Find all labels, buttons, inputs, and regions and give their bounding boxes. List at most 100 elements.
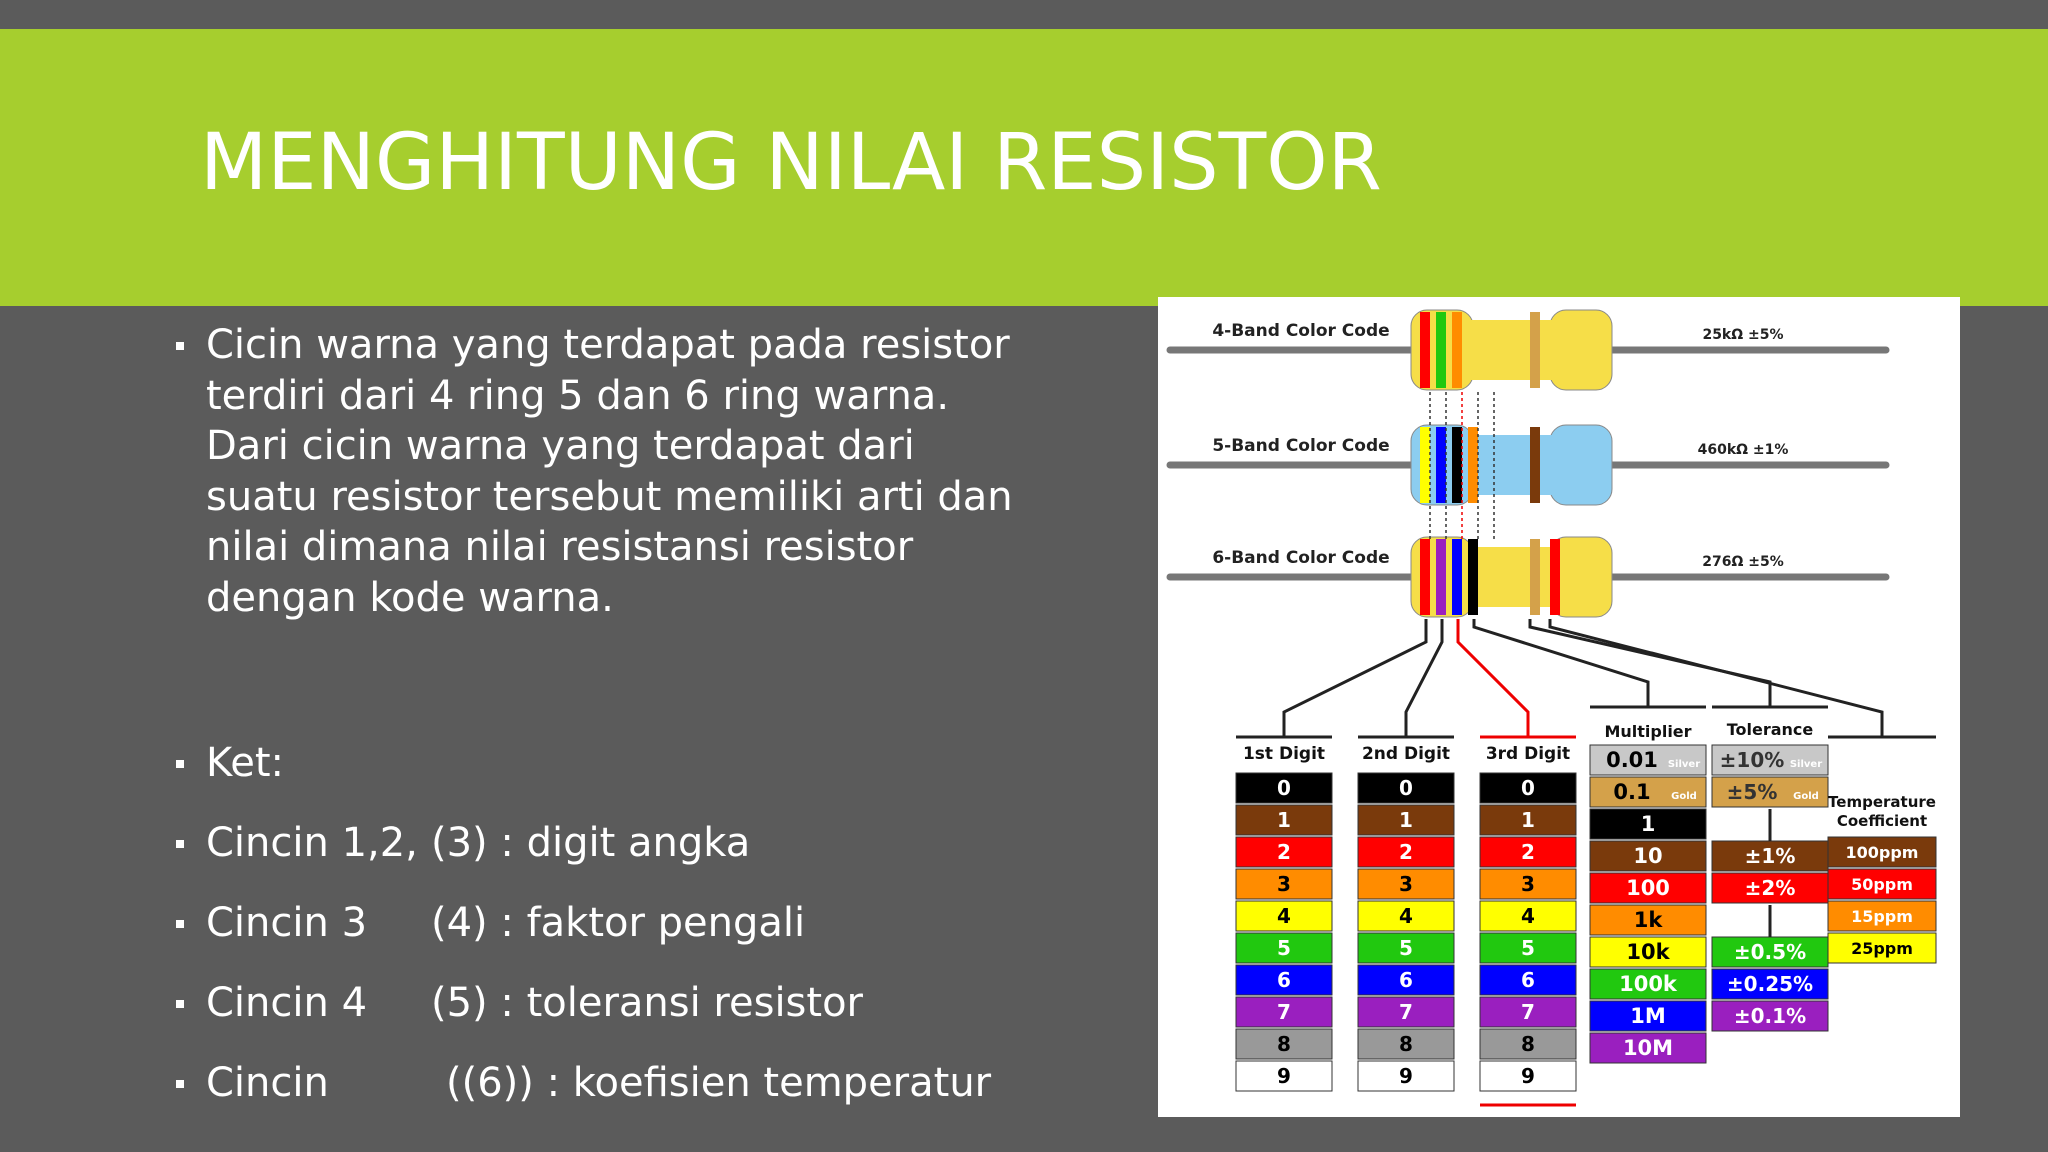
connector-line (1472, 619, 1650, 707)
tolerance-value: ±1% (1745, 844, 1796, 868)
connector-line (1528, 619, 1772, 707)
tolerance-value: ±0.1% (1734, 1004, 1806, 1028)
item-desc: (5) : toleransi resistor (431, 980, 863, 1026)
color-band (1530, 312, 1540, 388)
bullet-square-icon (176, 920, 184, 928)
multiplier-value: 10 (1633, 844, 1662, 868)
temp-value: 15ppm (1851, 907, 1913, 926)
digit-text: 4 (1277, 904, 1291, 928)
resistor-value: 276Ω ±5% (1702, 554, 1784, 570)
multiplier-cell (1589, 936, 1707, 968)
item-desc: (4) : faktor pengali (431, 900, 806, 946)
tolerance-cell (1711, 968, 1829, 1000)
temp-cell (1827, 836, 1937, 868)
bullet-square-icon (176, 1080, 184, 1088)
digit-text: 1 (1399, 808, 1413, 832)
bullet-item-4: Cincin((6)) : koefisien temperatur (176, 1058, 991, 1108)
digit-cell (1479, 1028, 1577, 1060)
digit-cell (1235, 900, 1333, 932)
multiplier-value: 1 (1641, 812, 1656, 836)
digit-text: 8 (1521, 1032, 1535, 1056)
connector-line (1404, 619, 1444, 737)
slide-title: MENGHITUNG NILAI RESISTOR (200, 118, 1382, 208)
multiplier-cell (1589, 744, 1707, 776)
color-band (1452, 427, 1462, 503)
digit-text: 2 (1521, 840, 1535, 864)
tolerance-value: ±2% (1745, 876, 1796, 900)
column-header: Coefficient (1837, 812, 1927, 830)
color-band (1436, 312, 1446, 388)
temp-cell (1827, 868, 1937, 900)
digit-text: 3 (1521, 872, 1535, 896)
digit-cell (1235, 772, 1333, 804)
digit-cell (1479, 1060, 1577, 1092)
resistor-value: 25kΩ ±5% (1702, 327, 1783, 343)
digit-cell (1357, 900, 1455, 932)
multiplier-cell (1589, 872, 1707, 904)
column-header: 1st Digit (1243, 744, 1325, 764)
multiplier-value: 100 (1626, 876, 1670, 900)
bullet-square-icon (176, 1000, 184, 1008)
tolerance-value: ±5% (1727, 780, 1778, 804)
digit-text: 6 (1399, 968, 1413, 992)
digit-cell (1357, 996, 1455, 1028)
tolerance-note: Silver (1790, 759, 1822, 770)
digit-cell (1357, 868, 1455, 900)
bullet-item-1: Cincin 1,2,(3) : digit angka (176, 818, 750, 868)
tolerance-note: Gold (1793, 791, 1819, 802)
tolerance-value: ±0.25% (1727, 972, 1813, 996)
digit-text: 9 (1399, 1064, 1413, 1088)
paragraph-text: Cicin warna yang terdapat pada resistor … (206, 322, 1013, 621)
bullet-square-icon (176, 342, 184, 350)
digit-text: 1 (1277, 808, 1291, 832)
digit-cell (1235, 868, 1333, 900)
digit-cell (1235, 1028, 1333, 1060)
temp-value: 50ppm (1851, 875, 1913, 894)
digit-cell (1357, 836, 1455, 868)
digit-cell (1357, 964, 1455, 996)
digit-text: 9 (1277, 1064, 1291, 1088)
digit-text: 0 (1399, 776, 1413, 800)
connector-line (1282, 619, 1428, 737)
digit-cell (1235, 964, 1333, 996)
color-band (1530, 427, 1540, 503)
digit-cell (1479, 964, 1577, 996)
digit-text: 3 (1277, 872, 1291, 896)
ket-label: Ket: (206, 740, 285, 786)
multiplier-value: 0.01 (1606, 748, 1658, 772)
digit-text: 0 (1521, 776, 1535, 800)
multiplier-note: Silver (1668, 759, 1700, 770)
color-band (1452, 539, 1462, 615)
tolerance-cell (1711, 840, 1829, 872)
bullet-ket: Ket: (176, 738, 284, 789)
digit-text: 6 (1521, 968, 1535, 992)
title-band (0, 29, 2048, 306)
bullet-item-2: Cincin 3 (4) : faktor pengali (176, 898, 805, 948)
tolerance-value: ±10% (1720, 748, 1785, 772)
digit-cell (1235, 932, 1333, 964)
digit-text: 8 (1399, 1032, 1413, 1056)
digit-cell (1479, 804, 1577, 836)
color-band (1420, 312, 1430, 388)
digit-text: 7 (1521, 1000, 1535, 1024)
digit-cell (1479, 868, 1577, 900)
resistor-label: 4-Band Color Code (1212, 321, 1389, 341)
bullet-square-icon (176, 760, 184, 768)
tolerance-cell (1711, 1000, 1829, 1032)
item-desc: (3) : digit angka (431, 820, 751, 866)
multiplier-cell (1589, 840, 1707, 872)
item-desc: ((6)) : koefisien temperatur (446, 1060, 992, 1106)
multiplier-value: 1k (1634, 908, 1664, 932)
multiplier-cell (1589, 1032, 1707, 1064)
color-band (1420, 427, 1430, 503)
resistor-body (1458, 320, 1564, 380)
digit-cell (1357, 804, 1455, 836)
digit-text: 7 (1277, 1000, 1291, 1024)
multiplier-note: Gold (1671, 791, 1697, 802)
item-name: Cincin 3 (206, 900, 368, 946)
digit-text: 0 (1277, 776, 1291, 800)
temp-cell (1827, 932, 1937, 964)
digit-text: 2 (1277, 840, 1291, 864)
